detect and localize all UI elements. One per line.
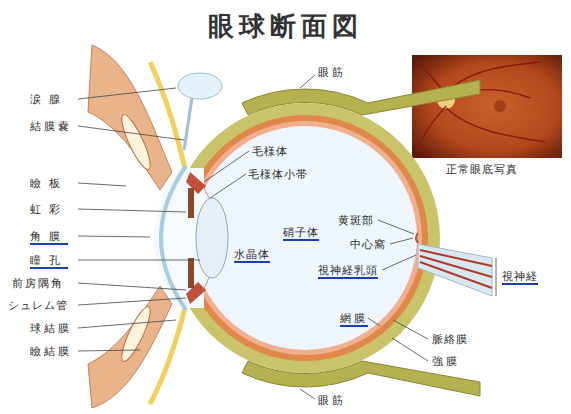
fundus-photo bbox=[412, 55, 562, 158]
part-label: 眼筋 bbox=[318, 66, 346, 79]
diagram-title: 眼球断面図 bbox=[0, 10, 571, 42]
part-label: 網膜 bbox=[340, 312, 368, 327]
upper-tarsal-plate bbox=[117, 112, 155, 172]
upper-eyelid bbox=[88, 45, 172, 190]
part-label: 毛様体 bbox=[252, 145, 288, 158]
iris bbox=[188, 258, 194, 288]
photo-caption: 正常眼底写真 bbox=[446, 163, 518, 176]
part-label: 前房隅角 bbox=[12, 277, 64, 290]
fovea bbox=[416, 233, 418, 243]
upper-conjunctiva bbox=[150, 62, 186, 172]
part-label: 瞳孔 bbox=[30, 254, 68, 269]
part-label: 眼筋 bbox=[318, 394, 346, 407]
part-label: 黄斑部 bbox=[338, 214, 374, 227]
part-label: 瞼板 bbox=[30, 177, 68, 190]
nerve-vessels bbox=[420, 250, 492, 288]
part-label: 水晶体 bbox=[234, 248, 270, 263]
part-label: 硝子体 bbox=[283, 226, 319, 241]
lower-tarsal-plate bbox=[117, 304, 155, 364]
lens bbox=[196, 198, 228, 278]
optic-nerve bbox=[418, 244, 492, 296]
part-label: 強膜 bbox=[432, 355, 460, 368]
lower-conjunctiva bbox=[150, 304, 186, 404]
sclera bbox=[170, 103, 440, 373]
part-label: 視神経乳頭 bbox=[318, 264, 378, 279]
part-label: 脈絡膜 bbox=[432, 333, 468, 346]
part-label: 結膜嚢 bbox=[30, 120, 72, 133]
part-label: 角膜 bbox=[30, 230, 68, 245]
photo-vessels bbox=[418, 62, 545, 150]
leader-lines bbox=[78, 75, 496, 399]
photo-macula bbox=[494, 100, 506, 112]
iris bbox=[188, 188, 194, 218]
lacrimal-duct bbox=[184, 98, 192, 150]
part-label: 視神経 bbox=[502, 270, 538, 285]
part-label: 瞼結膜 bbox=[30, 345, 72, 358]
part-label: 涙腺 bbox=[30, 93, 68, 106]
part-label: 中心窩 bbox=[350, 238, 386, 251]
vitreous bbox=[193, 126, 417, 350]
lacrimal-gland bbox=[178, 73, 222, 99]
part-label: 毛様体小帯 bbox=[248, 168, 308, 181]
retina bbox=[188, 121, 422, 355]
choroid bbox=[182, 115, 428, 361]
part-label: 虹彩 bbox=[30, 203, 68, 216]
part-label: 球結膜 bbox=[30, 322, 72, 335]
part-label: シュレム管 bbox=[8, 299, 68, 312]
